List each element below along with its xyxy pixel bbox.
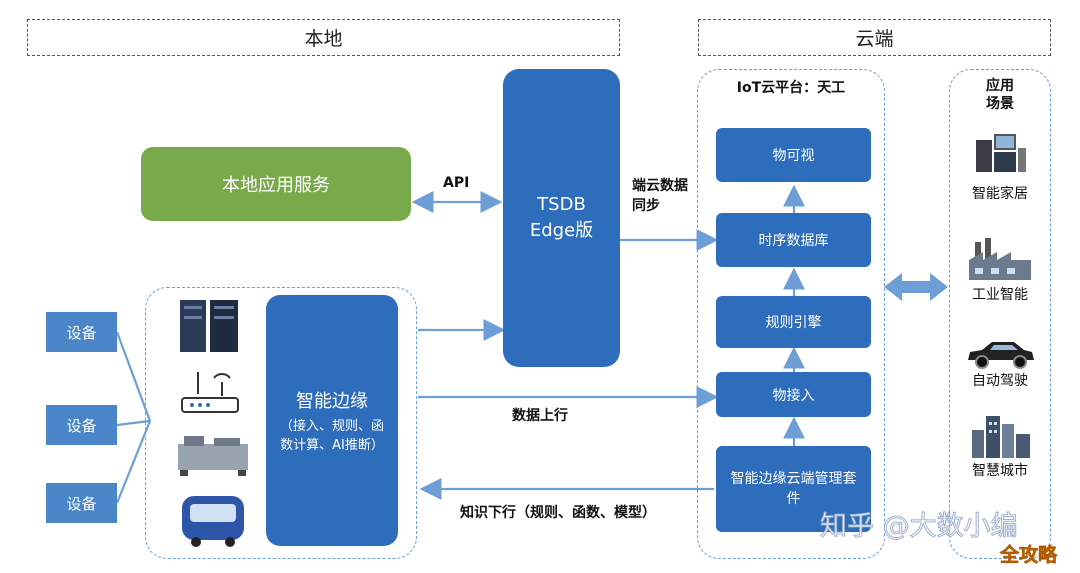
industrial-machine-icon — [178, 436, 248, 476]
smart-home-icon — [976, 134, 1026, 172]
device-box: 设备 — [46, 483, 117, 523]
autonomous-bus-icon — [182, 496, 244, 547]
corner-logo: 全攻略 — [1000, 544, 1058, 567]
iot-platform-title: IoT云平台：天工 — [736, 80, 846, 96]
watermark: 知乎 @大数小编 — [820, 511, 1019, 543]
device-box: 设备 — [46, 312, 117, 352]
sync-label: 端云数据 同步 — [632, 178, 688, 214]
cloud-header: 云端 — [698, 19, 1051, 56]
api-label: API — [443, 175, 470, 191]
local-header: 本地 — [27, 19, 620, 56]
tsdb-subtitle: Edge版 — [529, 220, 594, 241]
scenario-region — [949, 69, 1051, 559]
local-app-service-box: 本地应用服务 — [141, 147, 411, 221]
module-edge-management-suite: 智能边缘云端管理套件 — [716, 446, 871, 532]
iot-platform-region — [697, 69, 885, 559]
factory-icon — [969, 238, 1031, 280]
scenario-autonomous-driving: 自动驾驶 — [972, 373, 1028, 389]
edge-description: （接入、规则、函数计算、AI推断） — [279, 418, 384, 453]
module-device-access: 物接入 — [716, 372, 871, 417]
edge-title: 智能边缘 — [296, 390, 368, 412]
city-icon — [972, 416, 1030, 458]
server-rack-icon — [180, 300, 238, 352]
scenario-title: 应用 场景 — [986, 78, 1014, 112]
module-time-series-db: 时序数据库 — [716, 213, 871, 267]
scenario-smart-home: 智能家居 — [972, 186, 1028, 202]
tsdb-edge-box: TSDB Edge版 — [503, 69, 620, 367]
scenario-industrial: 工业智能 — [972, 287, 1028, 303]
scenario-smart-city: 智慧城市 — [972, 463, 1028, 479]
device-box: 设备 — [46, 405, 117, 445]
router-icon — [181, 372, 239, 413]
uplink-label: 数据上行 — [512, 408, 568, 424]
edge-region — [145, 287, 417, 559]
intelligent-edge-box: 智能边缘 （接入、规则、函数计算、AI推断） — [266, 295, 398, 546]
tsdb-title: TSDB — [537, 194, 586, 215]
module-visualization: 物可视 — [716, 128, 871, 182]
car-icon — [968, 342, 1034, 369]
module-rule-engine: 规则引擎 — [716, 296, 871, 348]
downlink-label: 知识下行（规则、函数、模型） — [460, 505, 656, 521]
